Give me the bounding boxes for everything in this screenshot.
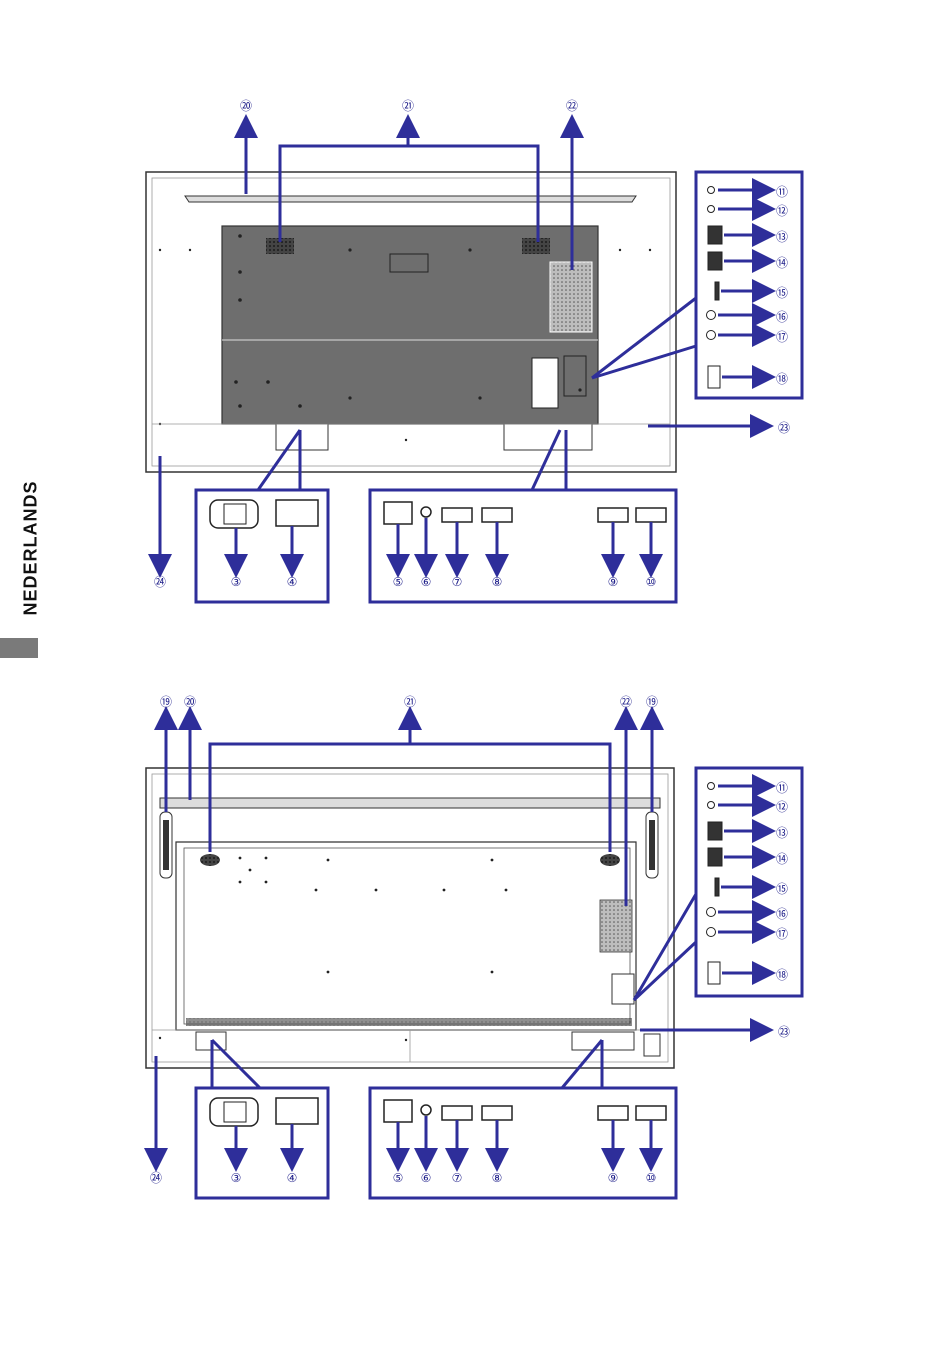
callout-11-top: ⑪ (776, 185, 788, 199)
callout-13-bottom: ⑬ (776, 826, 788, 840)
top-io-cover-a (532, 358, 558, 408)
callout-11-bottom: ⑪ (776, 781, 788, 795)
bottom-handle-bar (160, 798, 660, 808)
callout-23-top: ㉓ (778, 421, 790, 435)
callout-15-bottom: ⑮ (776, 882, 788, 896)
callout-14-bottom: ⑭ (776, 852, 788, 866)
callout-23-bottom: ㉓ (778, 1025, 790, 1039)
callout-7-top: ⑦ (452, 575, 463, 589)
callout-16-bottom: ⑯ (776, 907, 788, 921)
callout-4-top: ④ (287, 575, 298, 589)
callout-12-top: ⑫ (776, 204, 788, 218)
bottom-vent-right (600, 854, 620, 866)
callout-3-top: ③ (231, 575, 242, 589)
callout-10-bottom: ⑩ (646, 1171, 657, 1185)
callout-9-top: ⑨ (608, 575, 619, 589)
callout-19-right: ⑲ (646, 695, 658, 709)
top-vent-right (522, 238, 550, 254)
callout-9-bottom: ⑨ (608, 1171, 619, 1185)
callout-6-bottom: ⑥ (421, 1171, 432, 1185)
callout-17-bottom: ⑰ (776, 927, 788, 941)
callout-3-bottom: ③ (231, 1171, 242, 1185)
callout-8-bottom: ⑧ (492, 1171, 503, 1185)
top-display-rear-view: ⑳ ㉑ ㉒ ㉓ ㉔ (146, 99, 802, 602)
callout-22-top: ㉒ (566, 99, 578, 113)
callout-8-top: ⑧ (492, 575, 503, 589)
callout-15-top: ⑮ (776, 286, 788, 300)
bottom-speaker-grille (600, 900, 632, 952)
top-handle-bar (185, 196, 636, 202)
callout-12-bottom: ⑫ (776, 800, 788, 814)
callout-14-top: ⑭ (776, 256, 788, 270)
callout-5-bottom: ⑤ (393, 1171, 404, 1185)
callout-20-bottom: ⑳ (184, 695, 196, 709)
bottom-connector-panel (370, 1088, 676, 1198)
callout-13-top: ⑬ (776, 230, 788, 244)
callout-10-top: ⑩ (646, 575, 657, 589)
bottom-rear-panel (176, 842, 636, 1030)
callout-22-bottom: ㉒ (620, 695, 632, 709)
callout-18-top: ⑱ (776, 372, 788, 386)
callout-6-top: ⑥ (421, 575, 432, 589)
callout-21-bottom: ㉑ (404, 695, 416, 709)
callout-16-top: ⑯ (776, 310, 788, 324)
top-connector-panel (370, 490, 676, 602)
callout-24-bottom: ㉔ (150, 1171, 162, 1185)
callout-5-top: ⑤ (393, 575, 404, 589)
callout-17-top: ⑰ (776, 330, 788, 344)
callout-24-top: ㉔ (154, 575, 166, 589)
bottom-vent-left (200, 854, 220, 866)
callout-21-top: ㉑ (402, 99, 414, 113)
bottom-display-rear-view: ⑲ ⑳ ㉑ ㉒ ⑲ ㉓ ㉔ (146, 695, 802, 1198)
top-speaker-grille (550, 262, 592, 332)
callout-18-bottom: ⑱ (776, 968, 788, 982)
callout-4-bottom: ④ (287, 1171, 298, 1185)
callout-19-left: ⑲ (160, 695, 172, 709)
callout-20-top: ⑳ (240, 99, 252, 113)
callout-7-bottom: ⑦ (452, 1171, 463, 1185)
